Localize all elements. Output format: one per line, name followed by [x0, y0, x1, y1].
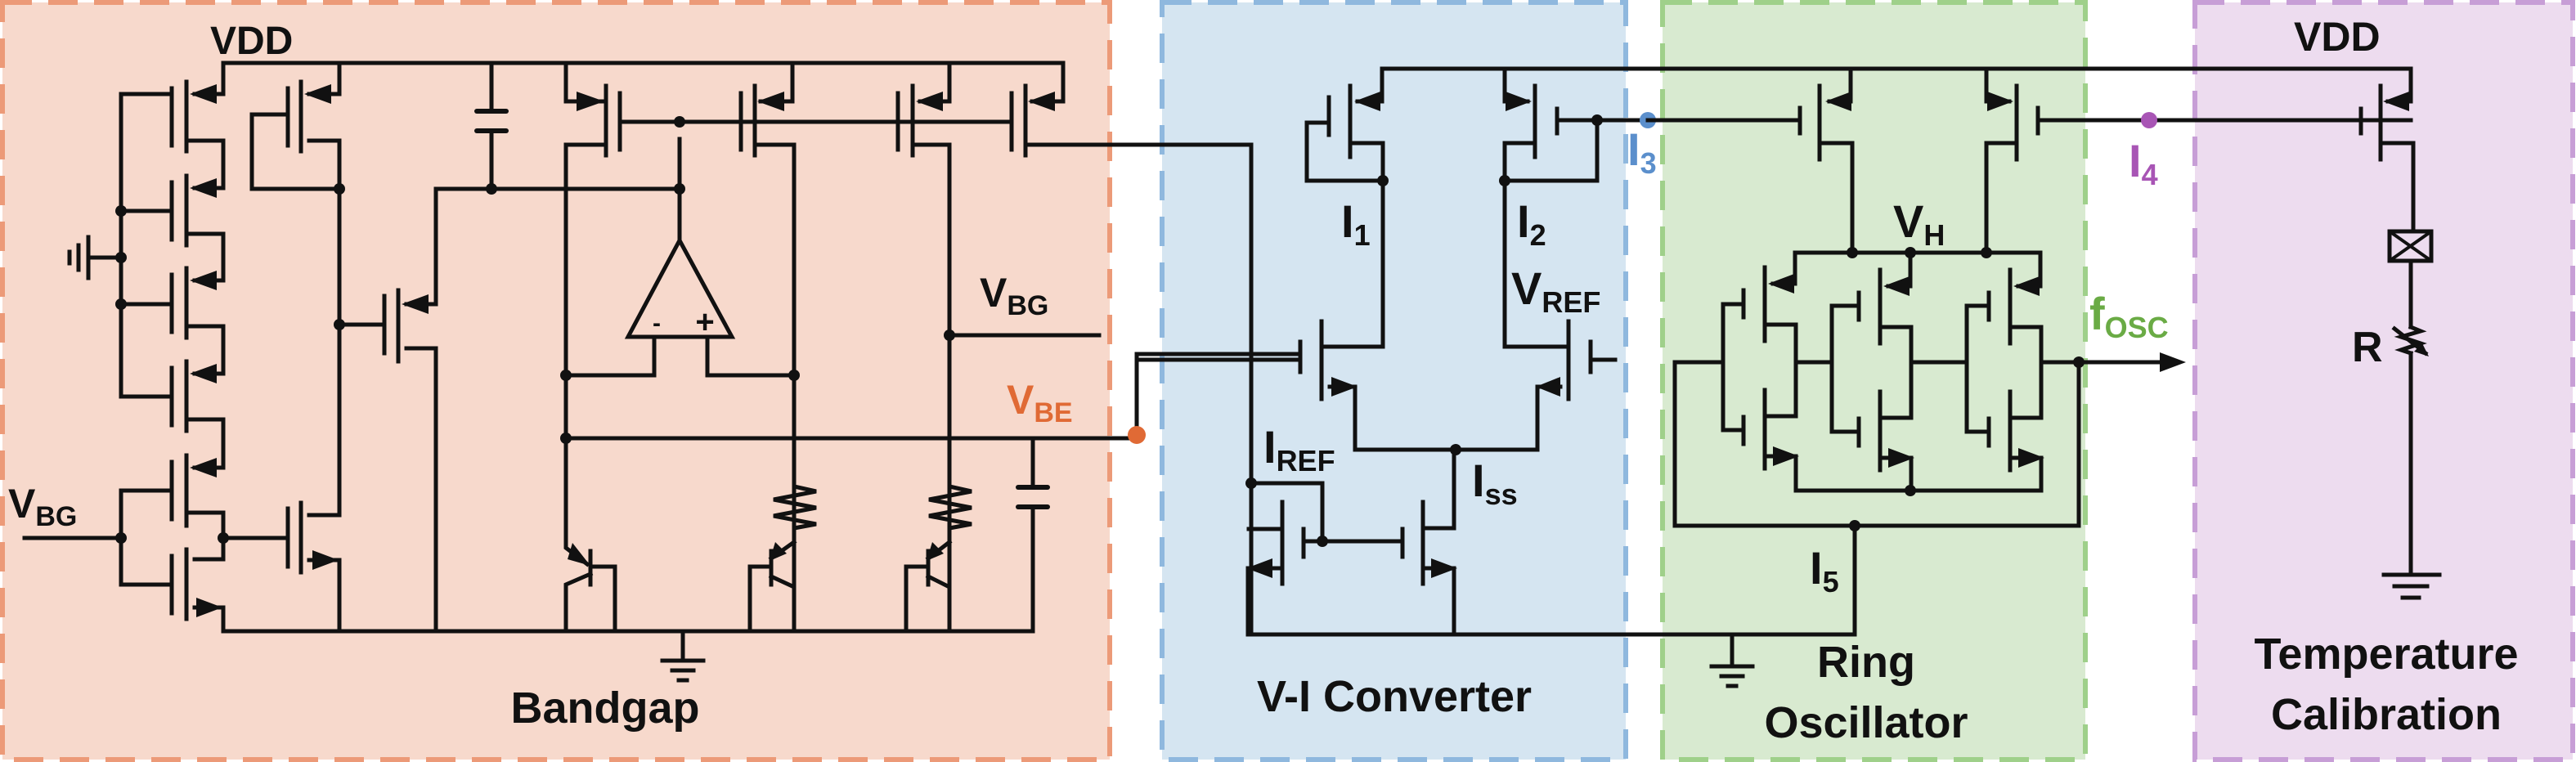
i4-node — [2141, 112, 2157, 128]
vref-label: VREF — [1511, 262, 1600, 319]
fosc-arrow-icon — [2160, 352, 2186, 372]
bandgap-block — [0, 0, 1112, 762]
bjt-icon — [747, 539, 797, 634]
ring-oscillator-title-line1: Ring — [1817, 638, 1915, 687]
pmos-stack — [22, 61, 229, 634]
vh-label: VH — [1893, 195, 1945, 252]
i5-label: I5 — [1810, 542, 1839, 598]
pmos-arrow — [304, 84, 331, 104]
bjt-icon — [563, 436, 617, 634]
temperature-calibration-circuit: VDD R Temperature Calibration — [2254, 14, 2518, 739]
temperature-calibration-title-line2: Calibration — [2271, 690, 2502, 739]
i2-label: I2 — [1517, 195, 1546, 252]
pmos-arrow — [190, 271, 217, 290]
ground-icon — [1709, 632, 1755, 688]
bandgap-title: Bandgap — [510, 684, 699, 733]
vi-converter-title: V-I Converter — [1257, 672, 1532, 721]
nmos-arrow — [196, 598, 222, 617]
fosc-label: fOSC — [2089, 288, 2169, 344]
vbg-input-label: VBG — [8, 481, 77, 532]
capacitor-icon — [474, 61, 509, 195]
iss-label: Iss — [1472, 455, 1518, 511]
capacitor-icon — [1016, 436, 1050, 634]
vbe-label: VBE — [1007, 377, 1073, 428]
ring-oscillator-title-line2: Oscillator — [1764, 698, 1968, 747]
bandgap-circuit: - + — [8, 20, 1303, 733]
pmos-arrow — [916, 92, 943, 111]
i3-label: I3 — [1627, 123, 1657, 180]
vbg-output-label: VBG — [980, 270, 1048, 321]
pmos-arrow — [402, 294, 429, 314]
opamp-icon: - + — [560, 235, 800, 381]
opamp-plus-label: + — [695, 304, 714, 340]
vi-converter-circuit: I1 I2 VREF IREF Iss I3 V-I Converter — [1107, 66, 2413, 721]
pmos-arrow — [1028, 92, 1055, 111]
nmos-arrow — [312, 550, 339, 570]
bjt-icon — [904, 539, 953, 634]
ring-oscillator-circuit: VH I5 I4 fOSC Ring Oscillator — [1645, 66, 2413, 747]
pmos-arrow — [757, 92, 784, 111]
ground-icon — [660, 629, 706, 683]
opamp-minus-label: - — [653, 310, 661, 337]
pmos-arrow — [190, 458, 217, 477]
temperature-calibration-block — [2192, 0, 2575, 762]
resistor-icon — [928, 436, 972, 545]
i1-label: I1 — [1341, 195, 1371, 252]
temp-vdd-label: VDD — [2294, 14, 2381, 60]
pmos-arrow — [190, 178, 217, 198]
pmos-arrow — [190, 84, 217, 104]
r-label: R — [2352, 324, 2383, 371]
i4-label: I4 — [2129, 135, 2158, 191]
temperature-calibration-title-line1: Temperature — [2254, 630, 2518, 679]
vbe-node — [1128, 426, 1146, 444]
iref-label: IREF — [1263, 421, 1335, 477]
variable-resistor-icon — [2391, 324, 2429, 356]
resistor-icon — [773, 373, 817, 545]
pmos-arrow — [577, 92, 604, 111]
pmos-arrow — [190, 364, 217, 383]
ground-icon — [2381, 572, 2442, 600]
bandgap-vdd-label: VDD — [210, 20, 293, 63]
bias-branch — [221, 61, 682, 634]
